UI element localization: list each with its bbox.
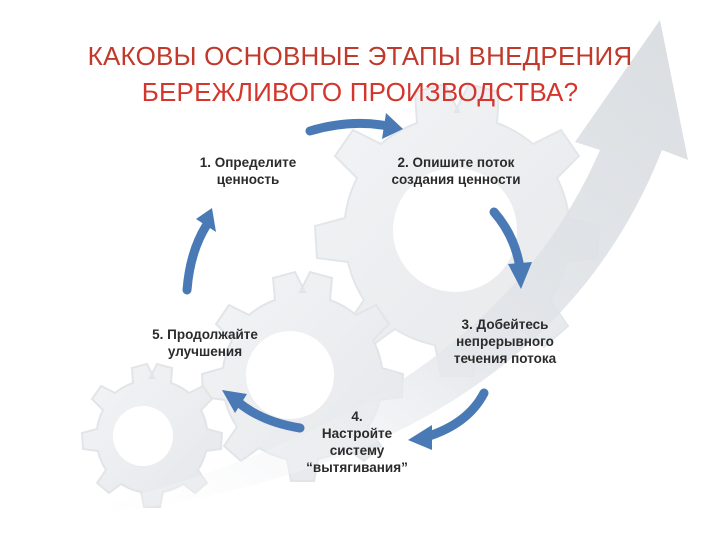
step-text: 3. Добейтесь [461,317,549,332]
page-title: КАКОВЫ ОСНОВНЫЕ ЭТАПЫ ВНЕДРЕНИЯ БЕРЕЖЛИВ… [0,38,720,110]
cycle-arrow-icon [182,208,216,295]
gear-icon [80,362,224,508]
step-text: течения потока [453,351,557,366]
step-4-pull-system: 4. Настройте систему “вытягивания” [282,408,432,476]
step-text: непрерывного [456,334,554,349]
step-2-map-value-stream: 2. Опишите поток создания ценности [368,154,544,188]
step-text: улучшения [167,344,243,359]
step-text: 5. Продолжайте [152,327,258,342]
step-text: “вытягивания” [306,460,408,475]
step-text: 2. Опишите поток [397,155,515,170]
cycle-arrow-icon [408,388,489,450]
step-text: ценность [216,172,280,187]
title-line-1: КАКОВЫ ОСНОВНЫЕ ЭТАПЫ ВНЕДРЕНИЯ [87,41,633,71]
step-text: Настройте [321,426,393,441]
step-5-continue-improvement: 5. Продолжайте улучшения [130,326,280,360]
step-text: систему [329,443,385,458]
step-text: 4. [351,409,363,424]
cycle-arrow-icon [489,207,532,289]
title-line-2: БЕРЕЖЛИВОГО ПРОИЗВОДСТВА? [141,77,579,107]
step-text: 1. Определите [199,155,297,170]
step-1-define-value: 1. Определите ценность [178,154,318,188]
swoosh-arrow-icon [40,20,688,520]
step-3-continuous-flow: 3. Добейтесь непрерывного течения потока [430,316,580,367]
step-text: создания ценности [391,172,521,187]
cycle-arrow-icon [305,113,403,139]
cycle-arrow-icon [222,390,305,433]
